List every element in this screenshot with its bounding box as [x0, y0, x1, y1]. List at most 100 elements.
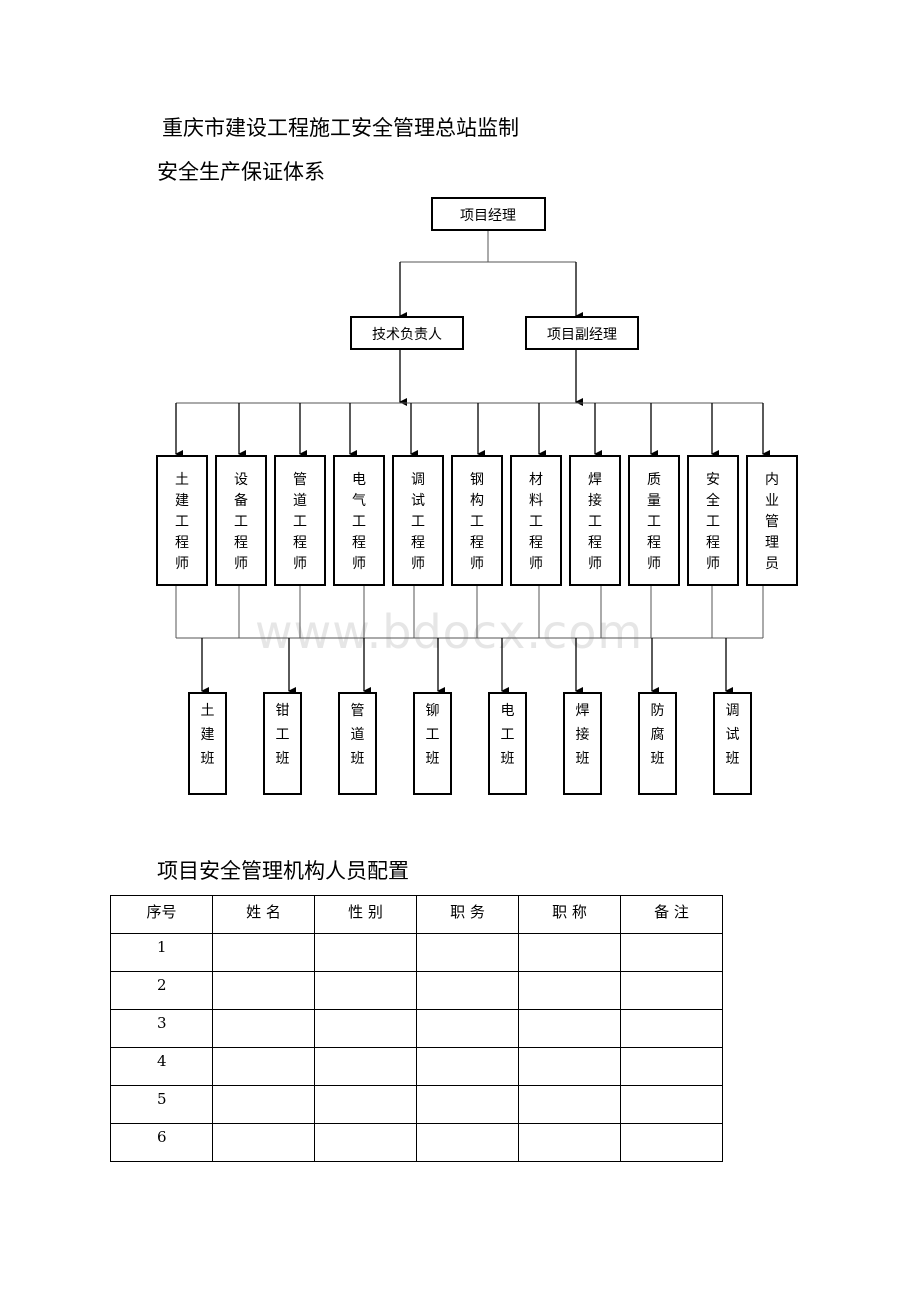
- deputy-manager-box: [525, 316, 639, 350]
- team-label: 防腐班: [651, 703, 665, 767]
- engineer-label: 质量工程师: [647, 472, 661, 572]
- table-cell: [416, 1009, 519, 1048]
- table-row: 4: [110, 1047, 723, 1086]
- engineer-box: [392, 455, 444, 586]
- table-cell: [212, 1009, 315, 1048]
- engineer-label: 管道工程师: [293, 472, 307, 572]
- section-title-staff: 项目安全管理机构人员配置: [157, 859, 409, 883]
- table-cell: [212, 933, 315, 972]
- table-cell: [518, 971, 621, 1010]
- table-cell: [416, 1047, 519, 1086]
- engineer-box: [687, 455, 739, 586]
- engineer-box: [628, 455, 680, 586]
- row-number-cell: 4: [110, 1047, 213, 1086]
- column-header: 备 注: [620, 895, 723, 934]
- team-label: 土建班: [201, 703, 215, 767]
- project-manager-box: [431, 197, 546, 231]
- table-cell: [620, 1123, 723, 1162]
- table-cell: [620, 1009, 723, 1048]
- engineer-label: 调试工程师: [411, 472, 425, 572]
- team-label: 铆工班: [426, 703, 440, 767]
- org-connectors: [175, 230, 770, 695]
- table-cell: [620, 971, 723, 1010]
- column-header: 职 称: [518, 895, 621, 934]
- table-cell: [212, 1123, 315, 1162]
- engineer-box: [274, 455, 326, 586]
- table-cell: [416, 933, 519, 972]
- engineer-label: 内业管理员: [765, 472, 779, 572]
- document-title: 重庆市建设工程施工安全管理总站监制: [162, 116, 519, 140]
- team-box: [488, 692, 527, 795]
- table-cell: [620, 1047, 723, 1086]
- section-title-safety-system: 安全生产保证体系: [157, 160, 325, 184]
- column-header: 职 务: [416, 895, 519, 934]
- engineer-box: [569, 455, 621, 586]
- table-cell: [620, 933, 723, 972]
- row-number-cell: 3: [110, 1009, 213, 1048]
- engineer-label: 土建工程师: [175, 472, 189, 572]
- table-cell: [314, 1009, 417, 1048]
- table-row: 5: [110, 1085, 723, 1124]
- team-label: 电工班: [501, 703, 515, 767]
- tech-lead-box: [350, 316, 464, 350]
- table-cell: [518, 1085, 621, 1124]
- column-header: 姓 名: [212, 895, 315, 934]
- team-box: [563, 692, 602, 795]
- table-cell: [416, 971, 519, 1010]
- table-cell: [416, 1085, 519, 1124]
- deputy-manager-label: 项目副经理: [547, 327, 617, 343]
- team-box: [338, 692, 377, 795]
- table-cell: [212, 1047, 315, 1086]
- engineer-label: 电气工程师: [352, 472, 366, 572]
- engineer-box: [215, 455, 267, 586]
- engineer-box: [510, 455, 562, 586]
- team-label: 管道班: [351, 703, 365, 767]
- table-cell: [314, 1085, 417, 1124]
- team-box: [188, 692, 227, 795]
- row-number-cell: 5: [110, 1085, 213, 1124]
- team-box: [263, 692, 302, 795]
- table-row: 6: [110, 1123, 723, 1162]
- team-label: 调试班: [726, 703, 740, 767]
- engineer-label: 安全工程师: [706, 472, 720, 572]
- table-cell: [212, 1085, 315, 1124]
- team-box: [713, 692, 752, 795]
- table-cell: [620, 1085, 723, 1124]
- engineer-label: 设备工程师: [234, 472, 248, 572]
- table-cell: [212, 971, 315, 1010]
- table-row: 3: [110, 1009, 723, 1048]
- engineer-label: 材料工程师: [529, 472, 543, 572]
- watermark: www.bdocx.com: [255, 605, 644, 659]
- project-manager-label: 项目经理: [460, 208, 516, 224]
- row-number-cell: 2: [110, 971, 213, 1010]
- engineer-label: 焊接工程师: [588, 472, 602, 572]
- row-number-cell: 1: [110, 933, 213, 972]
- team-box: [638, 692, 677, 795]
- tech-lead-label: 技术负责人: [372, 327, 442, 343]
- engineer-label: 钢构工程师: [470, 472, 484, 572]
- table-cell: [518, 1009, 621, 1048]
- table-cell: [314, 1047, 417, 1086]
- table-cell: [518, 1123, 621, 1162]
- team-box: [413, 692, 452, 795]
- table-cell: [314, 933, 417, 972]
- engineer-box: [451, 455, 503, 586]
- team-label: 钳工班: [276, 703, 290, 767]
- team-label: 焊接班: [576, 703, 590, 767]
- column-header: 序号: [110, 895, 213, 934]
- table-row: 2: [110, 971, 723, 1010]
- table-cell: [518, 933, 621, 972]
- table-cell: [314, 971, 417, 1010]
- table-cell: [314, 1123, 417, 1162]
- table-cell: [518, 1047, 621, 1086]
- column-header: 性 别: [314, 895, 417, 934]
- engineer-box: [156, 455, 208, 586]
- engineer-box: [746, 455, 798, 586]
- table-header-row: 序号 姓 名 性 别 职 务 职 称 备 注: [110, 895, 723, 934]
- row-number-cell: 6: [110, 1123, 213, 1162]
- table-row: 1: [110, 933, 723, 972]
- table-cell: [416, 1123, 519, 1162]
